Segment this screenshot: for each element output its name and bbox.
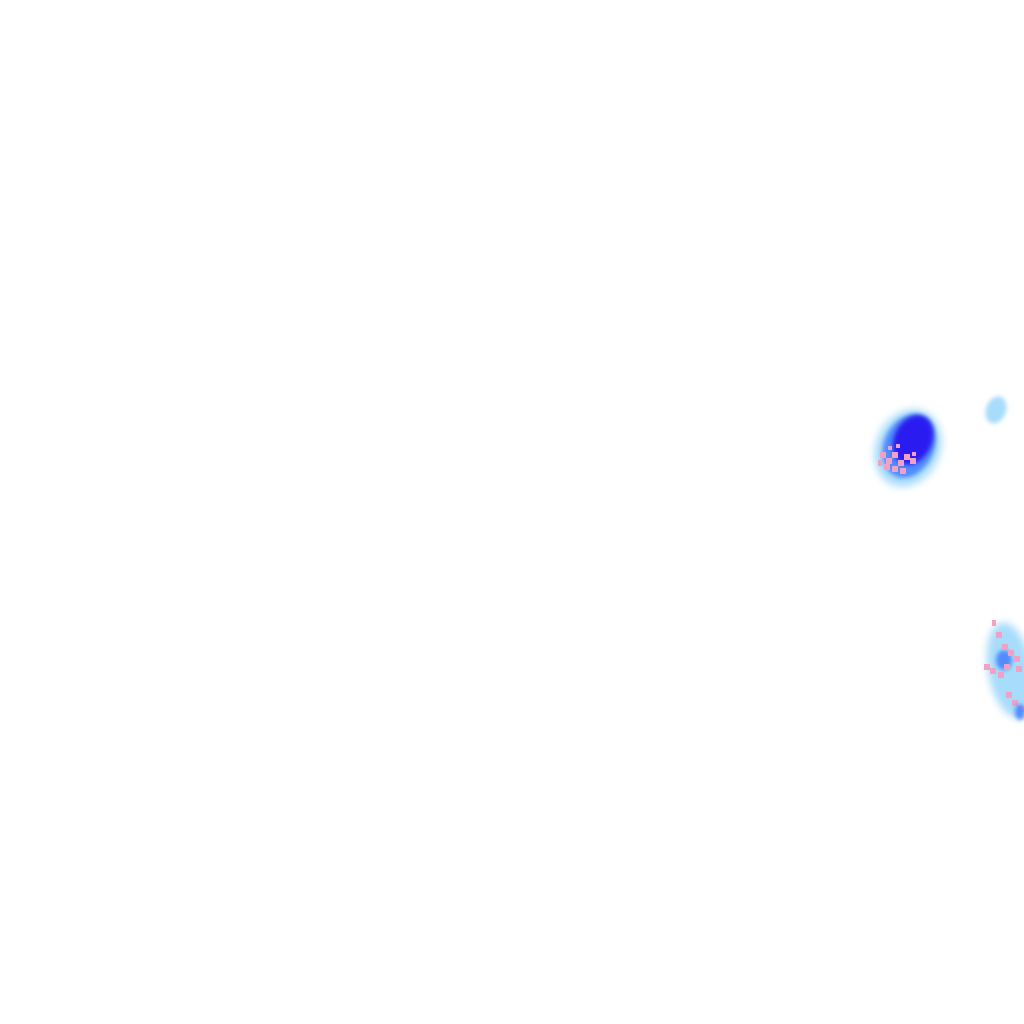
echo-cell-small xyxy=(985,396,1007,424)
echo-moderate-edge-tail xyxy=(1015,704,1024,720)
echo-light-small xyxy=(985,396,1007,424)
echo-cell-edge xyxy=(984,620,1024,720)
echo-heavy-core xyxy=(892,415,934,465)
echo-cell-main xyxy=(874,409,942,487)
echo-mixed-pixels xyxy=(878,444,916,474)
